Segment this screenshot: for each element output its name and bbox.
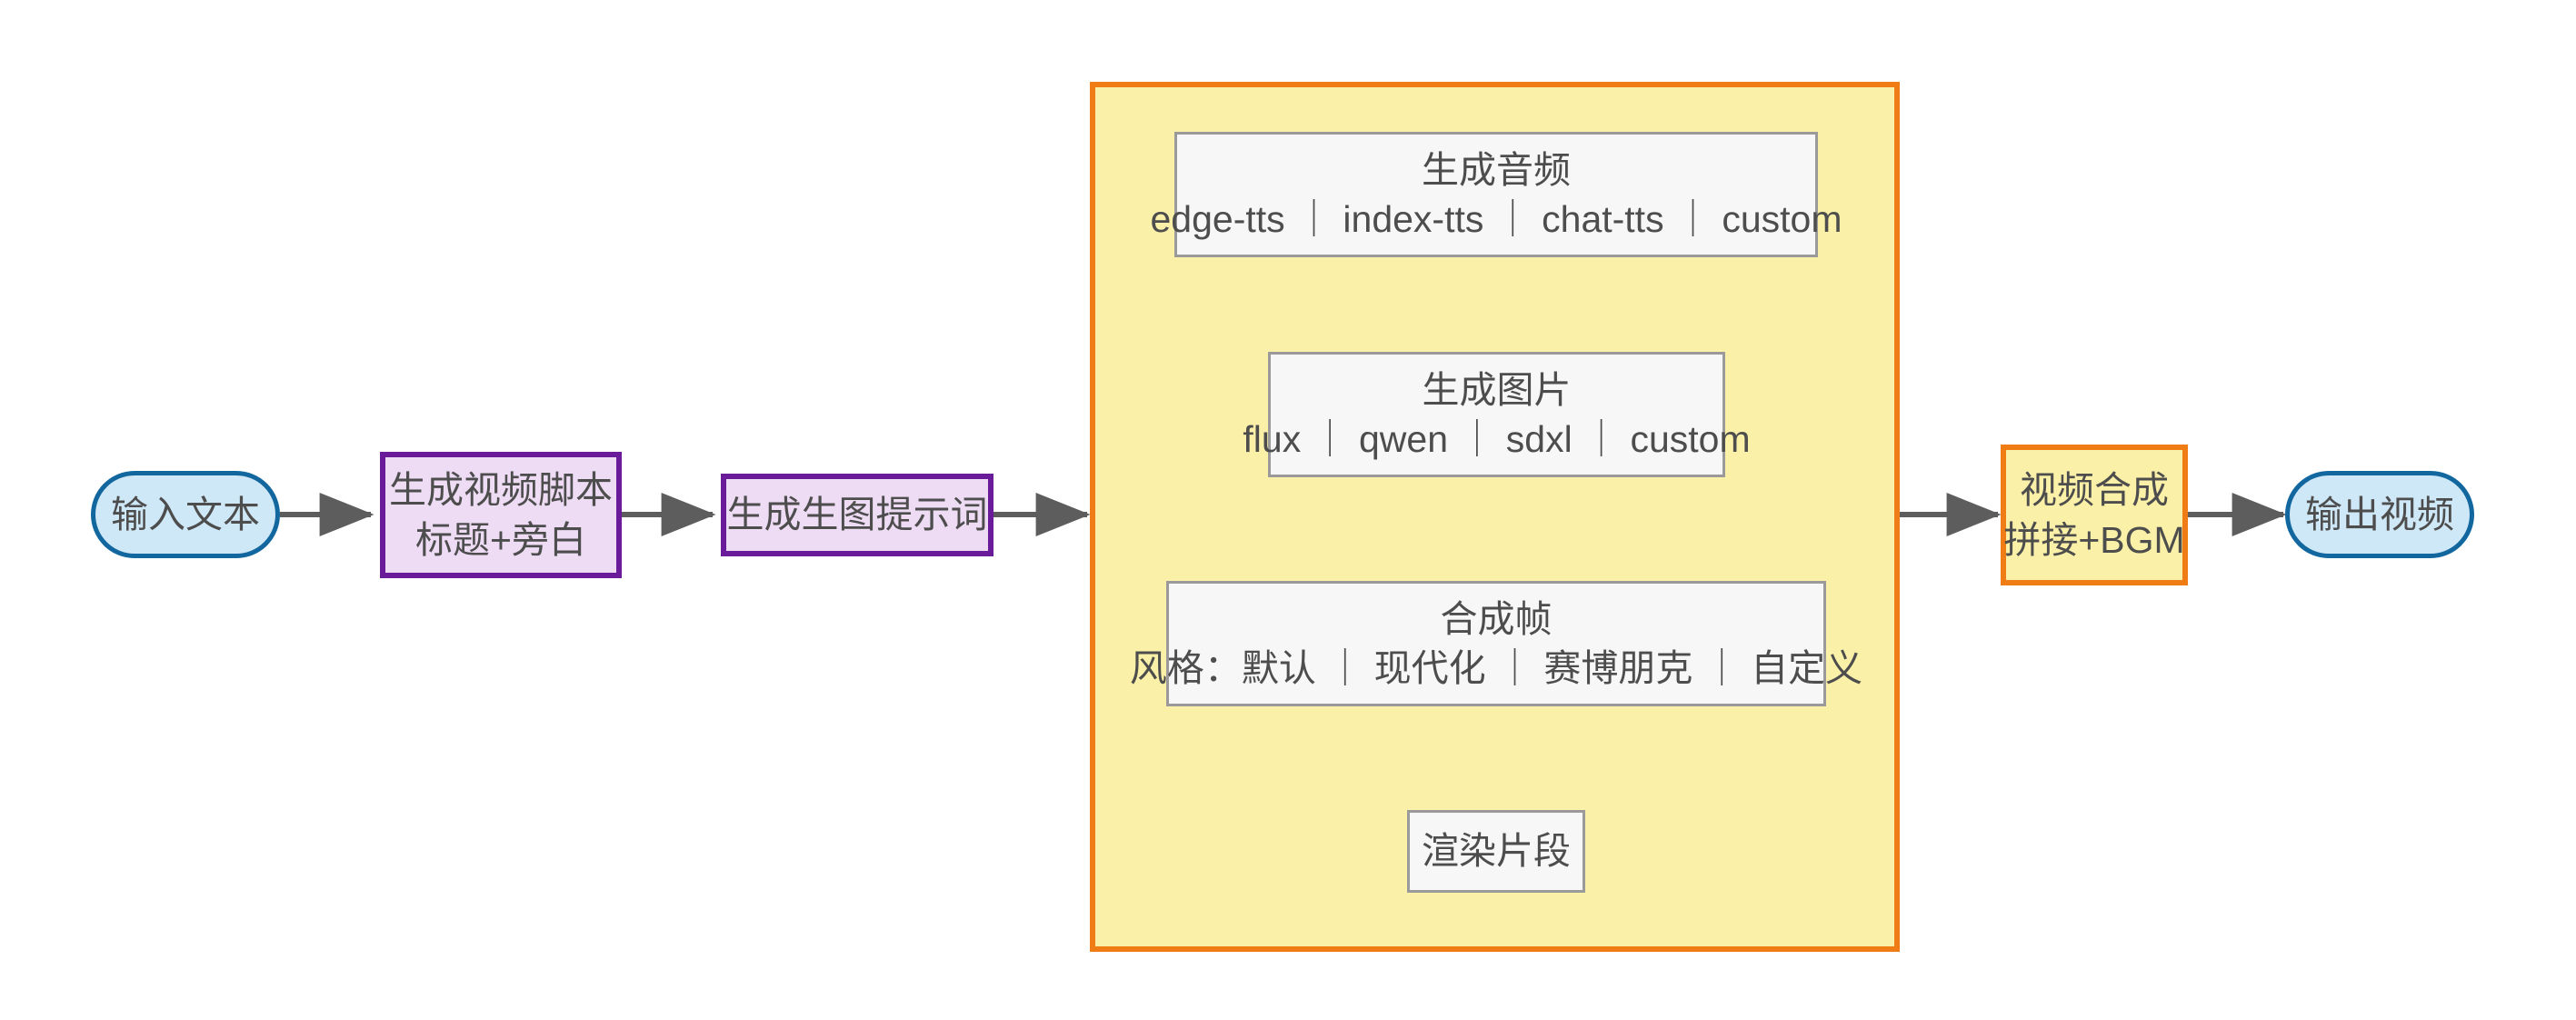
node-video-merge-line1: 视频合成 [2020,469,2169,512]
node-video-merge[interactable]: 视频合成 拼接+BGM [2001,445,2188,585]
node-gen-image[interactable]: 生成图片 flux ｜ qwen ｜ sdxl ｜ custom [1243,352,1751,477]
node-compose-frame-options: 风格：默认 ｜ 现代化 ｜ 赛博朋克 ｜ 自定义 [1129,647,1863,689]
node-make-prompt[interactable]: 生成生图提示词 [721,474,993,556]
node-make-prompt-label: 生成生图提示词 [726,494,988,536]
node-compose-frame-title: 合成帧 [1440,597,1553,640]
node-input-text-label: 输入文本 [111,493,260,535]
node-make-script[interactable]: 生成视频脚本 标题+旁白 [380,452,622,578]
node-video-merge-line2: 拼接+BGM [2003,518,2185,561]
node-render-clip-label: 渲染片段 [1422,830,1571,873]
node-input-text[interactable]: 输入文本 [91,471,280,558]
node-gen-audio[interactable]: 生成音频 edge-tts ｜ index-tts ｜ chat-tts ｜ c… [1150,132,1842,257]
node-gen-audio-options: edge-tts ｜ index-tts ｜ chat-tts ｜ custom [1150,198,1842,240]
node-compose-frame[interactable]: 合成帧 风格：默认 ｜ 现代化 ｜ 赛博朋克 ｜ 自定义 [1130,581,1862,706]
node-make-script-line1: 生成视频脚本 [389,469,613,512]
node-gen-audio-title: 生成音频 [1422,148,1571,191]
node-make-script-line2: 标题+旁白 [415,518,586,561]
node-gen-image-options: flux ｜ qwen ｜ sdxl ｜ custom [1243,418,1751,460]
node-output-video[interactable]: 输出视频 [2285,471,2474,558]
node-gen-image-title: 生成图片 [1422,368,1572,411]
node-render-clip[interactable]: 渲染片段 [1407,810,1585,893]
node-output-video-label: 输出视频 [2305,493,2454,535]
